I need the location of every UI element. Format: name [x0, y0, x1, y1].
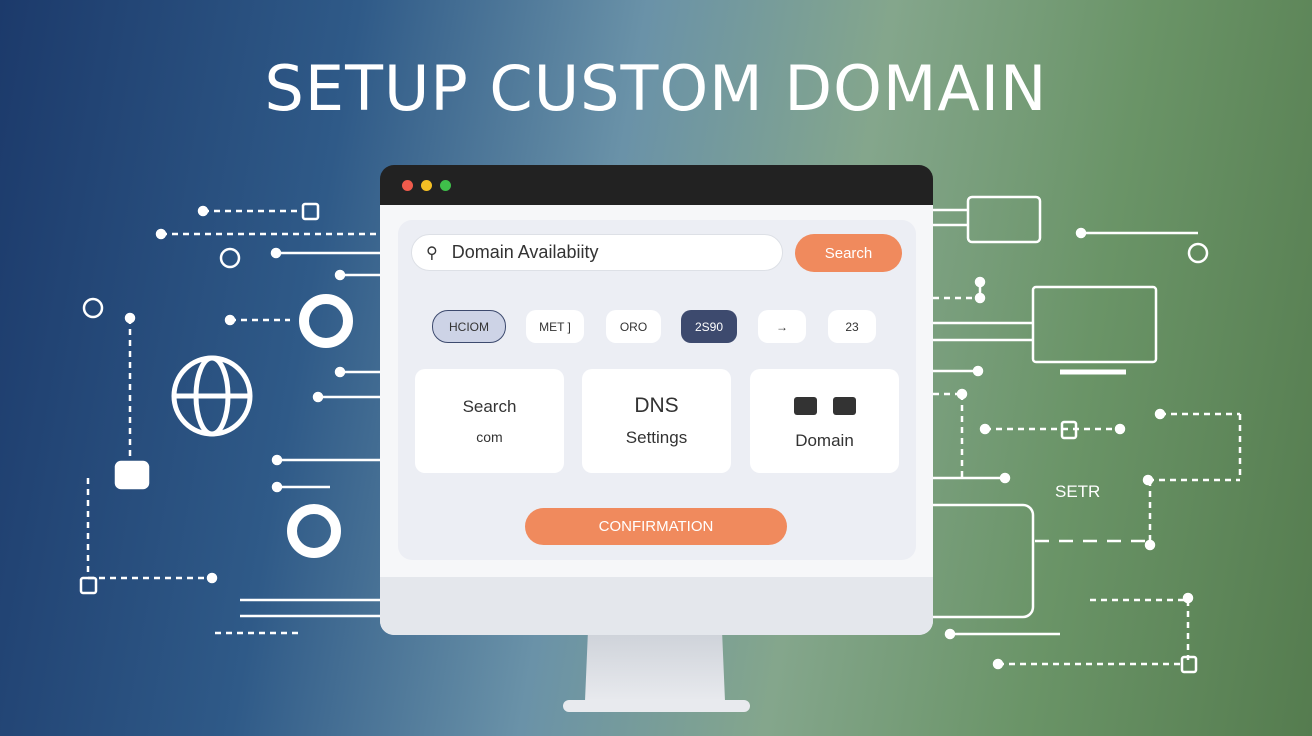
gear-icon-small: [82, 242, 1209, 319]
monitor-chin: [380, 577, 933, 635]
tld-chip-active[interactable]: 2S90: [681, 310, 737, 343]
folder-icon: [793, 397, 856, 415]
tld-chip[interactable]: ORO: [606, 310, 661, 343]
confirmation-button[interactable]: CONFIRMATION: [525, 508, 787, 545]
left-connectors: [79, 202, 380, 635]
tld-chip[interactable]: MET ]: [526, 310, 584, 343]
search-input[interactable]: ⚲ Domain Availabiity: [411, 234, 783, 271]
card-title: Search: [462, 397, 517, 416]
link-icon: [114, 460, 150, 490]
tld-chip[interactable]: 23: [828, 310, 876, 343]
card-subtitle: com: [476, 429, 503, 445]
page-title: SETUP CUSTOM DOMAIN: [264, 52, 1048, 125]
side-label: SETR: [1055, 482, 1101, 501]
gear-icon-large: [287, 294, 353, 558]
search-card[interactable]: Search com: [415, 369, 564, 473]
globe-icon: [171, 355, 253, 437]
window-titlebar: [380, 165, 933, 207]
minimize-dot[interactable]: [421, 180, 432, 191]
tld-chip[interactable]: HCIOM: [432, 310, 506, 343]
domain-card[interactable]: Domain: [750, 369, 899, 473]
search-icon: ⚲: [426, 244, 438, 262]
maximize-dot[interactable]: [440, 180, 451, 191]
card-title: DNS: [634, 394, 679, 417]
card-subtitle: Domain: [795, 431, 854, 450]
search-button[interactable]: Search: [795, 234, 902, 272]
monitor-base: [563, 700, 750, 712]
dns-settings-card[interactable]: DNS Settings: [582, 369, 731, 473]
monitor-stand: [585, 635, 725, 701]
card-subtitle: Settings: [625, 428, 688, 447]
close-dot[interactable]: [402, 180, 413, 191]
right-connectors: [903, 195, 1242, 674]
next-chip[interactable]: →: [758, 310, 806, 343]
search-value: Domain Availabiity: [451, 242, 599, 262]
